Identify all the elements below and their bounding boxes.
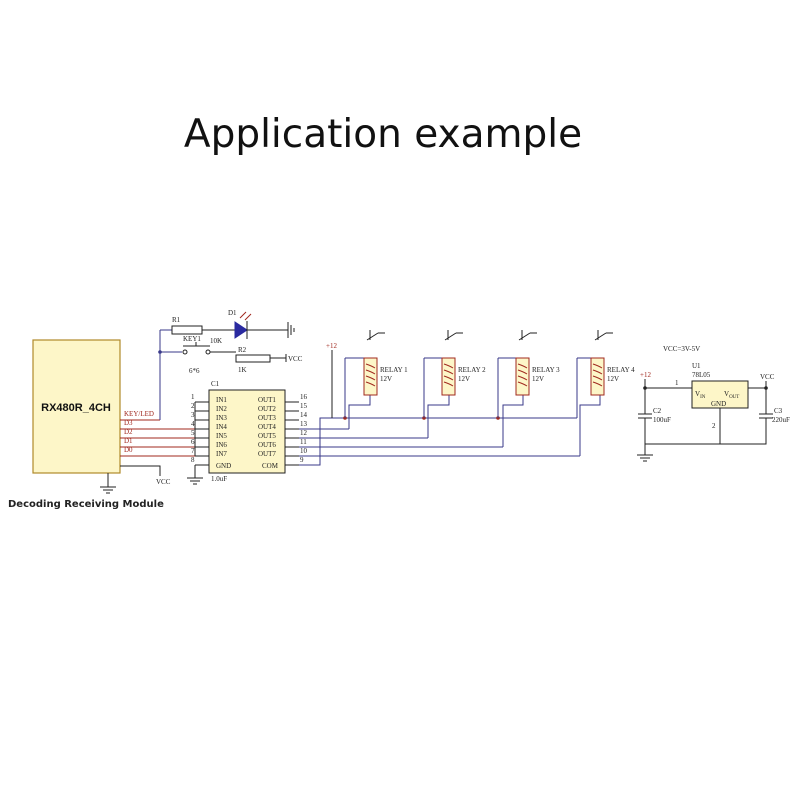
regulator-vin: VIN [695, 390, 706, 400]
relay-label: RELAY 4 [607, 366, 635, 374]
module-caption: Decoding Receiving Module [8, 499, 164, 510]
c3-ref: C3 [774, 407, 783, 415]
ic-pin-num: 5 [191, 429, 195, 437]
ic-pin-name: IN1 [216, 396, 227, 404]
ic-pin-num: 15 [300, 402, 308, 410]
regulator-vcc: VCC [760, 373, 775, 381]
key-size: 6*6 [189, 367, 200, 375]
supply-plus12: +12 [326, 342, 337, 350]
relay-1: RELAY 1 12V [363, 330, 408, 396]
relay-voltage: 12V [532, 375, 544, 383]
ic-pin-name: OUT3 [258, 414, 276, 422]
c3-value: 220uF [772, 416, 790, 424]
ic-pin-name: IN2 [216, 405, 227, 413]
ic-pin-num: 2 [191, 402, 195, 410]
ic-pin-num: 12 [300, 429, 308, 437]
ic-pin-name: OUT7 [258, 450, 276, 458]
ic-pin-num: 3 [191, 411, 195, 419]
regulator-plus12: +12 [640, 371, 651, 379]
pin-d0: D0 [124, 446, 133, 454]
r1-value: 10K [210, 337, 222, 345]
relay-voltage: 12V [607, 375, 619, 383]
resistor-r1: R1 10K [171, 316, 235, 345]
led-d1: D1 [228, 309, 295, 339]
page-title: Application example [183, 112, 583, 157]
ic-pin-num: 10 [300, 447, 308, 455]
ic-pin-num: 9 [300, 456, 304, 464]
receiver-module: RX480R_4CH Decoding Receiving Module [8, 339, 164, 510]
c2-ref: C2 [653, 407, 662, 415]
relay-voltage: 12V [458, 375, 470, 383]
ic-value: 1.0uF [211, 475, 227, 483]
ic-pin-num: 8 [191, 456, 195, 464]
ic-ref: C1 [211, 380, 220, 388]
ic-pin-num: 13 [300, 420, 308, 428]
r2-vcc: VCC [288, 355, 303, 363]
module-ground [100, 473, 116, 494]
ic-pin-name: IN6 [216, 441, 227, 449]
pin-d2: D2 [124, 428, 133, 436]
regulator-part: 78L05 [692, 371, 711, 379]
ic-pin-name: OUT5 [258, 432, 276, 440]
regulator-section: VCC=3V-5V U1 78L05 +12 1 VIN VOUT GND VC… [637, 345, 790, 462]
ic-pin-name: IN4 [216, 423, 227, 431]
key-switch: KEY1 6*6 [182, 335, 236, 375]
ic-pin-num: 16 [300, 393, 308, 401]
relay-wiring: +12 [299, 342, 601, 466]
ic-pin-name: IN5 [216, 432, 227, 440]
regulator-vout: VOUT [724, 390, 739, 400]
key-ref: KEY1 [183, 335, 201, 343]
r2-value: 1K [238, 366, 247, 374]
regulator-pin2: 2 [712, 422, 716, 430]
resistor-r2: R2 1K VCC [235, 346, 303, 374]
relay-2: RELAY 2 12V [441, 330, 486, 396]
driver-ic: C1 1.0uF [194, 380, 299, 483]
relay-label: RELAY 3 [532, 366, 560, 374]
ic-pin-num: 7 [191, 447, 195, 455]
ic-pin-name: COM [262, 462, 279, 470]
ic-pin-name: OUT1 [258, 396, 276, 404]
c2-value: 100uF [653, 416, 671, 424]
ic-pin-num: 11 [300, 438, 307, 446]
ic-pin-num: 6 [191, 438, 195, 446]
pin-d1: D1 [124, 437, 133, 445]
key-led-net [158, 329, 182, 420]
relay-label: RELAY 2 [458, 366, 486, 374]
r1-ref: R1 [172, 316, 181, 324]
ic-pin-name: OUT2 [258, 405, 276, 413]
relay-label: RELAY 1 [380, 366, 408, 374]
ic-pin-name: IN7 [216, 450, 227, 458]
ic-left-pins: 1 IN1 2 IN2 3 IN3 4 IN4 5 IN5 6 IN6 7 IN… [191, 393, 231, 470]
ic-pin-name: OUT6 [258, 441, 276, 449]
ic-pin-name: OUT4 [258, 423, 276, 431]
ic-pin-num: 14 [300, 411, 308, 419]
ic-ground [187, 465, 203, 485]
ic-pin-num: 4 [191, 420, 195, 428]
module-name: RX480R_4CH [41, 402, 111, 414]
ic-pin-name: GND [216, 462, 231, 470]
regulator-gnd: GND [711, 400, 726, 408]
relay-3: RELAY 3 12V [515, 330, 560, 396]
regulator-note: VCC=3V-5V [663, 345, 700, 353]
ic-pin-num: 1 [191, 393, 195, 401]
d1-ref: D1 [228, 309, 237, 317]
regulator-pin1: 1 [675, 379, 679, 387]
regulator-ref: U1 [692, 362, 701, 370]
ic-right-pins: 16 OUT1 15 OUT2 14 OUT3 13 OUT4 12 OUT5 … [258, 393, 308, 470]
module-pins: KEY/LED D3 D2 D1 D0 [120, 410, 195, 457]
r2-ref: R2 [238, 346, 247, 354]
ic-pin-name: IN3 [216, 414, 227, 422]
pin-key-led: KEY/LED [124, 410, 154, 418]
relay-4: RELAY 4 12V [590, 330, 635, 396]
module-vcc-label: VCC [156, 478, 171, 486]
pin-d3: D3 [124, 419, 133, 427]
module-vcc: VCC [120, 465, 171, 486]
relay-voltage: 12V [380, 375, 392, 383]
